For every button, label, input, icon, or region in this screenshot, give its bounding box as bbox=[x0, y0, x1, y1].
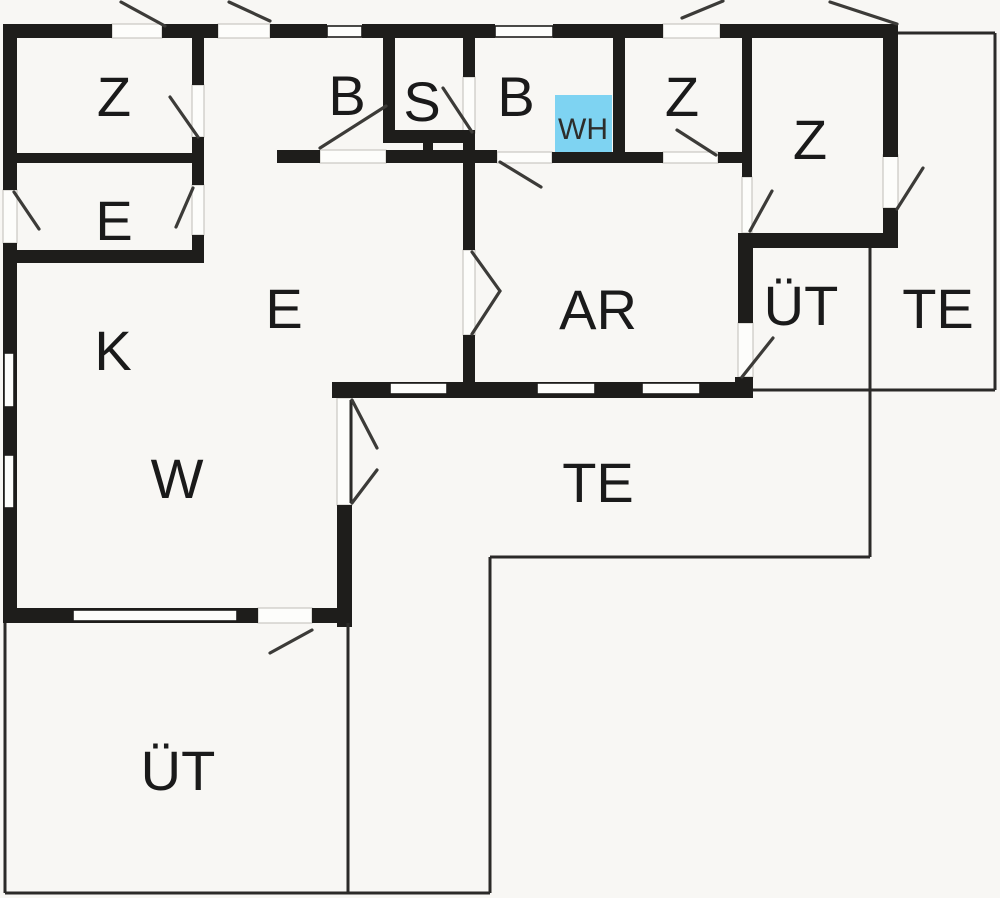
window bbox=[326, 25, 363, 38]
room-label-hallway: E bbox=[265, 277, 302, 340]
wall bbox=[192, 38, 204, 85]
door-swing bbox=[174, 186, 195, 229]
window bbox=[72, 609, 238, 622]
window bbox=[3, 454, 15, 509]
door-opening bbox=[662, 151, 719, 164]
door-opening bbox=[191, 184, 205, 236]
door-swing bbox=[748, 189, 774, 233]
wall bbox=[738, 233, 898, 248]
wall bbox=[383, 38, 395, 130]
room-label-sauna: S bbox=[403, 70, 440, 133]
door-swing bbox=[675, 128, 718, 157]
wall bbox=[552, 152, 663, 163]
door-swing bbox=[441, 86, 474, 134]
wall bbox=[883, 38, 898, 157]
door-swing bbox=[350, 398, 379, 450]
wall bbox=[337, 505, 352, 627]
door-swing bbox=[470, 250, 502, 293]
door-opening bbox=[741, 176, 753, 234]
door-swing bbox=[498, 160, 543, 189]
wall bbox=[718, 152, 742, 163]
room-label-kitchen: K bbox=[94, 319, 131, 382]
door-swing bbox=[168, 95, 200, 139]
room-label-terrace-main: TE bbox=[562, 451, 634, 514]
wall bbox=[720, 24, 898, 38]
wall bbox=[742, 38, 752, 177]
window bbox=[494, 25, 554, 38]
wall bbox=[192, 235, 204, 263]
door-swing bbox=[350, 468, 379, 505]
wall bbox=[3, 243, 17, 608]
wall bbox=[270, 24, 327, 38]
door-swing bbox=[895, 166, 925, 211]
door-opening bbox=[882, 154, 899, 209]
room-label-bath-right: B bbox=[497, 65, 534, 128]
door-swing bbox=[119, 0, 167, 28]
door-swing bbox=[470, 289, 502, 336]
room-label-covered-terrace-right: ÜT bbox=[764, 274, 839, 337]
wall bbox=[13, 250, 204, 263]
window bbox=[389, 382, 448, 395]
door-opening bbox=[319, 149, 387, 164]
window bbox=[536, 382, 596, 395]
door-opening bbox=[737, 322, 754, 378]
wall bbox=[362, 24, 495, 38]
room-label-water-heater: WH bbox=[558, 113, 608, 146]
door-swing bbox=[828, 0, 899, 26]
wall bbox=[3, 153, 203, 163]
room-label-living-room: W bbox=[151, 447, 204, 510]
door-opening bbox=[662, 23, 721, 39]
room-label-bedroom-right: Z bbox=[793, 108, 827, 171]
door-opening bbox=[2, 189, 18, 244]
room-label-bedroom-mid: Z bbox=[665, 65, 699, 128]
door-opening bbox=[111, 23, 163, 39]
door-swing bbox=[680, 0, 725, 20]
wall bbox=[463, 38, 475, 77]
room-label-bedroom-top-left: Z bbox=[97, 65, 131, 128]
room-label-terrace-right: TE bbox=[902, 277, 974, 340]
wall bbox=[386, 150, 497, 163]
wall bbox=[613, 38, 625, 162]
door-swing bbox=[227, 0, 272, 23]
wall bbox=[738, 248, 753, 323]
room-label-bath-left: B bbox=[328, 64, 365, 127]
room-label-covered-terrace-bottom: ÜT bbox=[141, 739, 216, 802]
door-swing bbox=[318, 104, 388, 150]
window bbox=[3, 352, 15, 408]
room-label-workroom: AR bbox=[559, 278, 637, 341]
wall bbox=[162, 24, 218, 38]
door-opening bbox=[217, 23, 271, 39]
wall bbox=[3, 24, 112, 38]
door-swing bbox=[268, 628, 314, 655]
door-opening bbox=[496, 151, 553, 164]
door-swing bbox=[12, 190, 41, 231]
wall bbox=[383, 130, 475, 143]
water-heater-highlight bbox=[555, 95, 612, 152]
window bbox=[641, 382, 701, 395]
door-opening bbox=[257, 607, 313, 624]
wall bbox=[553, 24, 663, 38]
wall bbox=[423, 140, 433, 153]
wall bbox=[277, 150, 320, 163]
wall bbox=[3, 24, 17, 190]
wall bbox=[463, 133, 475, 250]
wall bbox=[312, 608, 352, 623]
door-swing bbox=[740, 336, 775, 379]
door-opening bbox=[462, 249, 476, 336]
wall bbox=[192, 137, 204, 185]
room-label-entry-room: E bbox=[95, 189, 132, 252]
